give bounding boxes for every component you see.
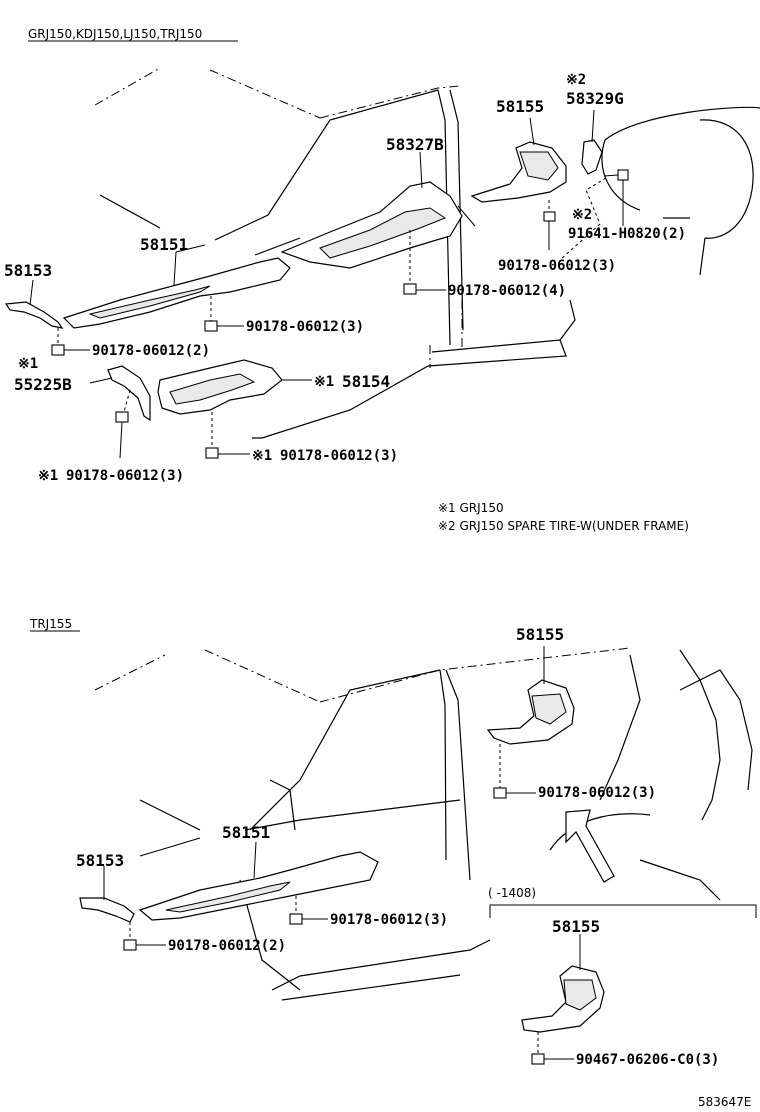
label-55225b: 55225B [14,375,72,394]
label-58154: 58154 [342,372,390,391]
part-58329g: ※2 58329G [566,72,624,175]
label-58153-bottom: 58153 [76,851,124,870]
fastener-58151-top: 90178-06012(3) [204,296,364,335]
arrow-icon [565,809,615,883]
label-58155-bottom: 58155 [516,625,564,644]
label-58155-alt: 58155 [552,917,600,936]
nut-icon [204,320,218,332]
nut-icon [51,344,65,356]
fastener-58155-bottom: 90178-06012(3) [493,744,656,801]
nut-icon [543,211,556,222]
nut-icon [205,447,219,459]
fastener-bolt-top: ※2 91641-H0820(2) [559,169,686,261]
figure-id: 583647E [698,1095,751,1109]
label-fastener-58153-bottom: 90178-06012(2) [168,938,286,954]
fastener-58155-top: 90178-06012(3) [498,200,616,274]
part-58153-top: 58153 [4,261,64,329]
fastener-55225b: ※1 90178-06012(3) [38,389,184,484]
nut-icon [123,939,137,951]
label-58151-bottom: 58151 [222,823,270,842]
part-55225b: ※1 55225B [14,356,151,422]
note-2: ※2 GRJ150 SPARE TIRE-W(UNDER FRAME) [438,519,689,533]
vehicle-body-bottom [94,647,753,1001]
vehicle-body-top [94,67,760,439]
range-label: ( -1408) [488,886,536,900]
nut-icon [493,787,507,799]
label-fastener-58151-bottom: 90178-06012(3) [330,912,448,928]
fastener-58155-alt: 90467-06206-C0(3) [531,1032,719,1068]
nut-icon [531,1053,545,1065]
nut-icon [115,411,129,423]
fastener-58327b: 90178-06012(4) [403,230,566,299]
nut-icon [403,283,417,295]
mark-58154: ※1 [314,374,334,390]
label-58153-top: 58153 [4,261,52,280]
fastener-58153-top: 90178-06012(2) [51,328,210,359]
mark-bolt-top: ※2 [572,207,592,223]
section-title-top: GRJ150,KDJ150,LJ150,TRJ150 [28,27,202,41]
note-1: ※1 GRJ150 [438,501,504,515]
part-58155-alt: 58155 [521,917,605,1033]
label-fastener-58153-top: 90178-06012(2) [92,343,210,359]
label-fastener-58155-top: 90178-06012(3) [498,258,616,274]
bolt-icon [617,169,629,181]
label-58155-top: 58155 [496,97,544,116]
label-fastener-58154: 90178-06012(3) [280,448,398,464]
label-fastener-58155-bottom: 90178-06012(3) [538,785,656,801]
label-fastener-55225b: 90178-06012(3) [66,468,184,484]
label-58151-top: 58151 [140,235,188,254]
label-58327b: 58327B [386,135,444,154]
part-58151-bottom: 58151 [138,823,379,921]
range-box: ( -1408) [488,886,757,918]
mark-fastener-58154: ※1 [252,448,272,464]
label-fastener-58327b: 90178-06012(4) [448,283,566,299]
mark-55225b: ※1 [18,356,38,372]
part-58151-top: 58151 [62,235,291,329]
fastener-58153-bottom: 90178-06012(2) [123,922,286,954]
fastener-58154: ※1 90178-06012(3) [205,412,398,464]
part-58327b: 58327B [280,135,476,269]
label-58329g: 58329G [566,89,624,108]
label-bolt-top: 91641-H0820(2) [568,226,686,242]
label-fastener-58151-top: 90178-06012(3) [246,319,364,335]
nut-icon [289,913,303,925]
mark-58329g: ※2 [566,72,586,88]
label-fastener-58155-alt: 90467-06206-C0(3) [576,1052,719,1068]
part-58155-top: 58155 [470,97,567,203]
mark-fastener-55225b: ※1 [38,468,58,484]
fastener-58151-bottom: 90178-06012(3) [289,896,448,928]
section-title-bottom: TRJ155 [29,617,72,631]
part-58154: ※1 58154 [157,359,390,415]
part-58155-bottom: 58155 [486,625,575,745]
